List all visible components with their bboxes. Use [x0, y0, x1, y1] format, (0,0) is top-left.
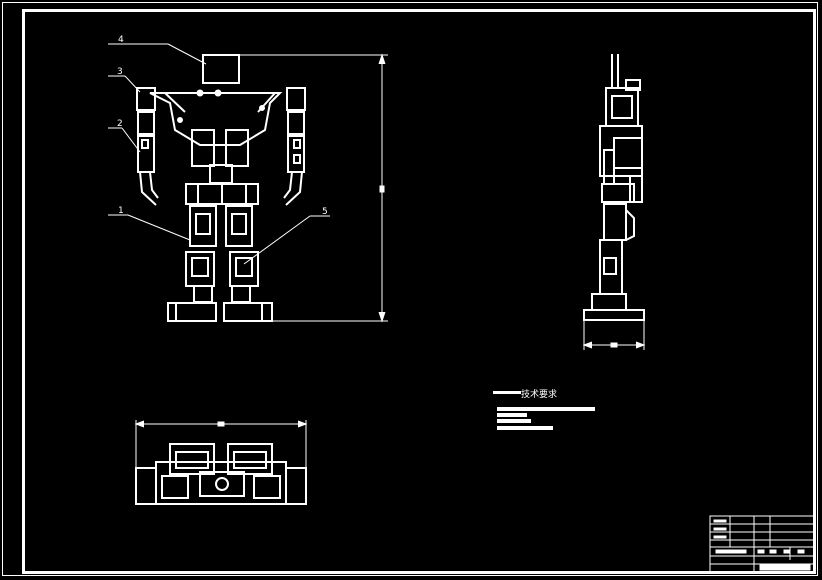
side-thigh: [603, 203, 627, 241]
front-height-dimension: [238, 53, 388, 323]
top-view: [135, 443, 307, 505]
tech-line-2: [497, 413, 527, 417]
front-left-forearm: [137, 135, 155, 173]
side-width-dimension: [582, 320, 646, 350]
side-view: [583, 54, 645, 321]
front-right-shoulder-servo: [286, 87, 306, 111]
top-left-foot: [135, 467, 157, 505]
front-right-foot: [223, 302, 273, 322]
front-right-forearm: [287, 135, 305, 173]
front-left-shoulder-servo: [136, 87, 156, 111]
front-chest-servo-left: [191, 129, 215, 167]
tech-line-1: [497, 407, 595, 411]
callout-4: 4: [118, 35, 124, 45]
callout-2: 2: [117, 119, 123, 129]
top-center-servo: [199, 471, 245, 497]
side-foot: [583, 309, 645, 321]
title-block: [709, 515, 815, 573]
callout-5: 5: [322, 207, 328, 217]
top-width-dimension: [134, 420, 308, 468]
front-head: [202, 54, 240, 84]
tech-requirements-title: 技术要求: [521, 388, 557, 400]
top-right-foot: [285, 467, 307, 505]
callout-leaders: [108, 43, 330, 265]
front-left-foot: [167, 302, 217, 322]
front-chest-servo-right: [225, 129, 249, 167]
drawing-border-inner: [22, 9, 816, 574]
front-view: [136, 54, 306, 322]
callout-1: 1: [118, 206, 124, 216]
side-head: [605, 87, 639, 127]
callout-3: 3: [117, 67, 123, 77]
front-left-thigh: [189, 205, 217, 247]
tech-requirements: 技术要求: [493, 388, 595, 430]
front-right-thigh: [225, 205, 253, 247]
tech-line-4: [497, 426, 553, 430]
tech-line-3: [497, 419, 531, 423]
front-torso-frame: [149, 92, 283, 146]
top-body: [155, 461, 287, 505]
